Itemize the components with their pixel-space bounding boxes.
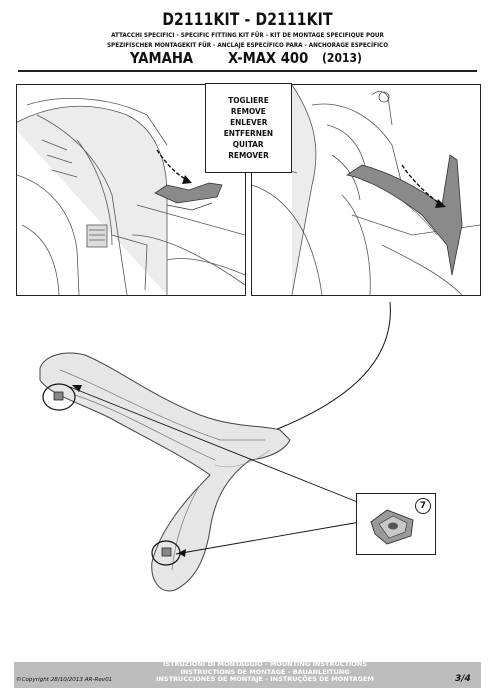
remove-label-de: ENTFERNEN (223, 128, 274, 138)
remove-instruction-box: TOGLIERE REMOVE ENLEVER ENTFERNEN QUITAR… (205, 83, 292, 173)
footer-line-2: INSTRUCTIONS DE MONTAGE - BAUANLEITUNG (180, 667, 350, 676)
remove-label-en: REMOVE (231, 106, 266, 116)
footer-line-1: ISTRUZIONI DI MONTAGGIO - MOUNTING INSTR… (162, 660, 368, 668)
vehicle-year: (2013) (322, 51, 362, 65)
page-number: 3/4 (455, 674, 471, 684)
clip-location-upper (42, 383, 76, 411)
fitting-kit-subtitle-2: SPEZIFISCHER MONTAGEKIT FÜR - ANCLAJE ES… (106, 42, 389, 49)
pointer-line-lower (175, 521, 361, 555)
footer-instructions-title: ISTRUZIONI DI MONTAGGIO - MOUNTING INSTR… (150, 660, 380, 684)
speed-nut-clip-icon (370, 509, 414, 545)
scooter-front-right-drawing (252, 85, 480, 295)
vehicle-model: X-MAX 400 (228, 49, 309, 67)
footer-line-3: INSTRUCCIONES DE MONTAJE - INSTRUÇÕES DE… (156, 675, 374, 684)
clip-detail-callout: 7 (356, 493, 436, 555)
scooter-front-left-drawing (17, 98, 245, 295)
footer-bar (14, 662, 481, 688)
vehicle-brand: YAMAHA (130, 49, 194, 67)
remove-label-pt: REMOVER (228, 150, 269, 160)
fairing-part-illustration (39, 301, 391, 592)
fairing-part (39, 352, 291, 592)
pointer-line-upper (69, 386, 361, 504)
connector-line (274, 301, 391, 431)
kit-code-title: D2111KIT - D2111KIT (162, 10, 333, 30)
copyright-text: ©Copyright 28/10/2013 AR-Rev01 (16, 677, 113, 683)
fitting-kit-subtitle: ATTACCHI SPECIFICI - SPECIFIC FITTING KI… (111, 32, 384, 39)
step-number-badge: 7 (415, 498, 431, 514)
remove-label-it: TOGLIERE (228, 95, 269, 105)
remove-label-fr: ENLEVER (229, 117, 268, 127)
remove-label-es: QUITAR (233, 139, 264, 149)
header-divider (18, 70, 477, 72)
vehicle-model-row: YAMAHA X-MAX 400 (2013) (0, 49, 495, 69)
